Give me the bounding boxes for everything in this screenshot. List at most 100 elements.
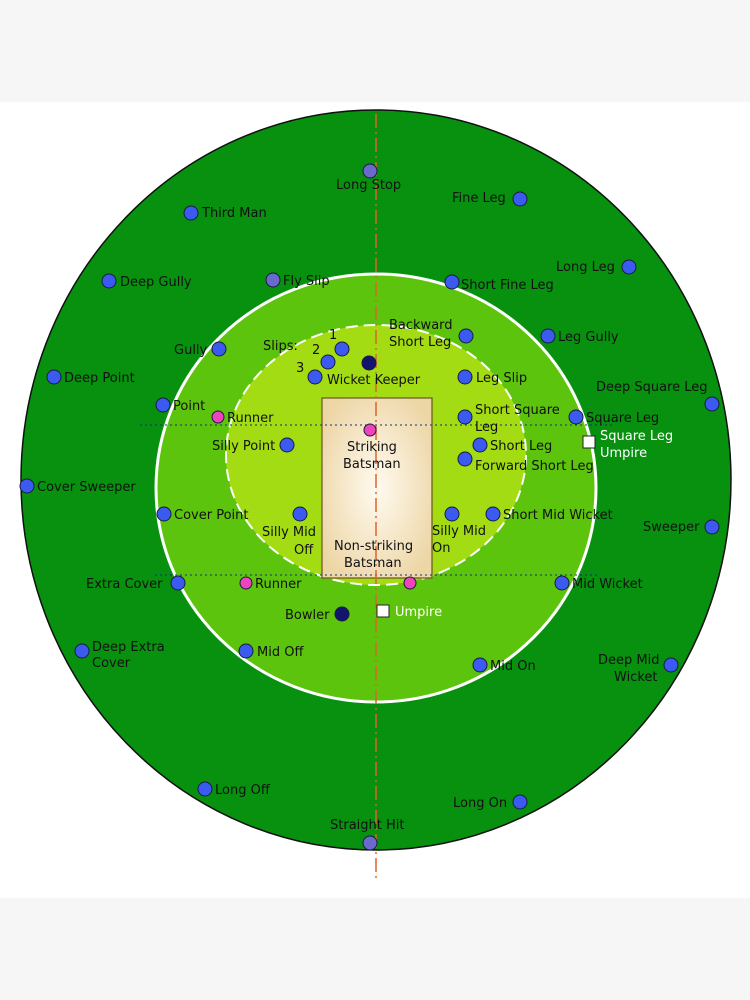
square-leg-umpire-label-2: Umpire <box>600 446 647 461</box>
sweeper-label: Sweeper <box>643 520 700 535</box>
square-leg-umpire-label-1: Square Leg <box>600 429 673 444</box>
forward-short-leg-label: Forward Short Leg <box>475 459 594 474</box>
deep-gully-dot <box>101 273 117 289</box>
mid-off-dot <box>238 643 254 659</box>
mid-wicket-dot <box>554 575 570 591</box>
gully-label: Gully <box>174 343 208 358</box>
deep-square-leg-label: Deep Square Leg <box>596 380 708 395</box>
deep-point-label: Deep Point <box>64 371 135 386</box>
pitch <box>321 397 433 579</box>
long-on-label: Long On <box>453 796 507 811</box>
wicket-keeper-dot <box>361 355 377 371</box>
short-leg-dot <box>472 437 488 453</box>
straight-hit-label: Straight Hit <box>330 818 404 833</box>
long-off-label: Long Off <box>215 783 271 798</box>
leg-slip-dot <box>457 369 473 385</box>
long-leg-dot <box>621 259 637 275</box>
striking-batsman-label-2: Batsman <box>343 457 401 472</box>
short-square-leg-label-2: Leg <box>475 420 498 435</box>
short-mid-wicket-label: Short Mid Wicket <box>503 508 613 523</box>
slip-3-label: 3 <box>296 361 304 376</box>
deep-extra-cover-label-2: Cover <box>92 656 131 671</box>
short-fine-leg-dot <box>444 274 460 290</box>
silly-point-dot <box>279 437 295 453</box>
slip-3-dot <box>307 369 323 385</box>
deep-extra-cover-label-1: Deep Extra <box>92 640 165 655</box>
silly-mid-on-dot <box>444 506 460 522</box>
fly-slip-label: Fly Slip <box>283 274 330 289</box>
cover-sweeper-dot <box>19 478 35 494</box>
backward-short-leg-label-1: Backward <box>389 318 453 333</box>
deep-mid-wicket-label-2: Wicket <box>614 670 658 685</box>
runner-bottom-dot <box>239 576 253 590</box>
extra-cover-label: Extra Cover <box>86 577 163 592</box>
backward-short-leg-dot <box>458 328 474 344</box>
silly-mid-on-label-2: On <box>432 541 450 556</box>
silly-mid-off-dot <box>292 506 308 522</box>
runner-top-dot <box>211 410 225 424</box>
short-leg-label: Short Leg <box>490 439 552 454</box>
runner-top-label: Runner <box>227 411 274 426</box>
cricket-field-diagram: Long Stop Third Man Fine Leg Deep Gully … <box>0 102 750 898</box>
point-label: Point <box>173 399 205 414</box>
bowler-label: Bowler <box>285 608 330 623</box>
striking-batsman-dot <box>363 423 377 437</box>
position-labels: Long Stop Third Man Fine Leg Deep Gully … <box>37 178 708 833</box>
straight-hit-dot <box>362 835 378 851</box>
silly-mid-off-label-1: Silly Mid <box>262 525 316 540</box>
short-square-leg-dot <box>457 409 473 425</box>
backward-short-leg-label-2: Short Leg <box>389 335 451 350</box>
leg-slip-label: Leg Slip <box>476 371 527 386</box>
forward-short-leg-dot <box>457 451 473 467</box>
square-leg-umpire-marker <box>582 435 596 449</box>
cover-point-dot <box>156 506 172 522</box>
deep-point-dot <box>46 369 62 385</box>
slip-2-dot <box>320 354 336 370</box>
runner-bottom-label: Runner <box>255 577 302 592</box>
mid-on-dot <box>472 657 488 673</box>
deep-mid-wicket-dot <box>663 657 679 673</box>
extra-cover-dot <box>170 575 186 591</box>
slip-1-label: 1 <box>329 328 337 343</box>
mid-off-label: Mid Off <box>257 645 304 660</box>
gully-dot <box>211 341 227 357</box>
slips-label: Slips: <box>263 339 298 354</box>
deep-gully-label: Deep Gully <box>120 275 192 290</box>
silly-point-label: Silly Point <box>212 439 275 454</box>
long-on-dot <box>512 794 528 810</box>
silly-mid-off-label-2: Off <box>294 543 314 558</box>
deep-mid-wicket-label-1: Deep Mid <box>598 653 659 668</box>
long-off-dot <box>197 781 213 797</box>
deep-extra-cover-dot <box>74 643 90 659</box>
point-dot <box>155 397 171 413</box>
leg-gully-dot <box>540 328 556 344</box>
umpire-marker <box>376 604 390 618</box>
short-square-leg-label-1: Short Square <box>475 403 560 418</box>
cover-sweeper-label: Cover Sweeper <box>37 480 136 495</box>
cover-point-label: Cover Point <box>174 508 248 523</box>
striking-batsman-label-1: Striking <box>347 440 397 455</box>
slip-2-label: 2 <box>312 343 320 358</box>
long-stop-dot <box>362 163 378 179</box>
non-striking-batsman-label-2: Batsman <box>344 556 402 571</box>
non-striking-batsman-label-1: Non-striking <box>334 539 413 554</box>
fine-leg-dot <box>512 191 528 207</box>
fly-slip-dot <box>265 272 281 288</box>
leg-gully-label: Leg Gully <box>558 330 619 345</box>
long-stop-label: Long Stop <box>336 178 401 193</box>
short-fine-leg-label: Short Fine Leg <box>461 278 554 293</box>
deep-square-leg-dot <box>704 396 720 412</box>
non-striking-batsman-dot <box>403 576 417 590</box>
silly-mid-on-label-1: Silly Mid <box>432 524 486 539</box>
bowler-dot <box>334 606 350 622</box>
square-leg-label: Square Leg <box>586 411 659 426</box>
third-man-label: Third Man <box>201 206 267 221</box>
field-svg: Long Stop Third Man Fine Leg Deep Gully … <box>19 109 732 878</box>
umpire-label: Umpire <box>395 605 442 620</box>
square-leg-dot <box>568 409 584 425</box>
wicket-keeper-label: Wicket Keeper <box>327 373 421 388</box>
fielder-dots <box>19 163 720 851</box>
sweeper-dot <box>704 519 720 535</box>
long-leg-label: Long Leg <box>556 260 615 275</box>
short-mid-wicket-dot <box>485 506 501 522</box>
